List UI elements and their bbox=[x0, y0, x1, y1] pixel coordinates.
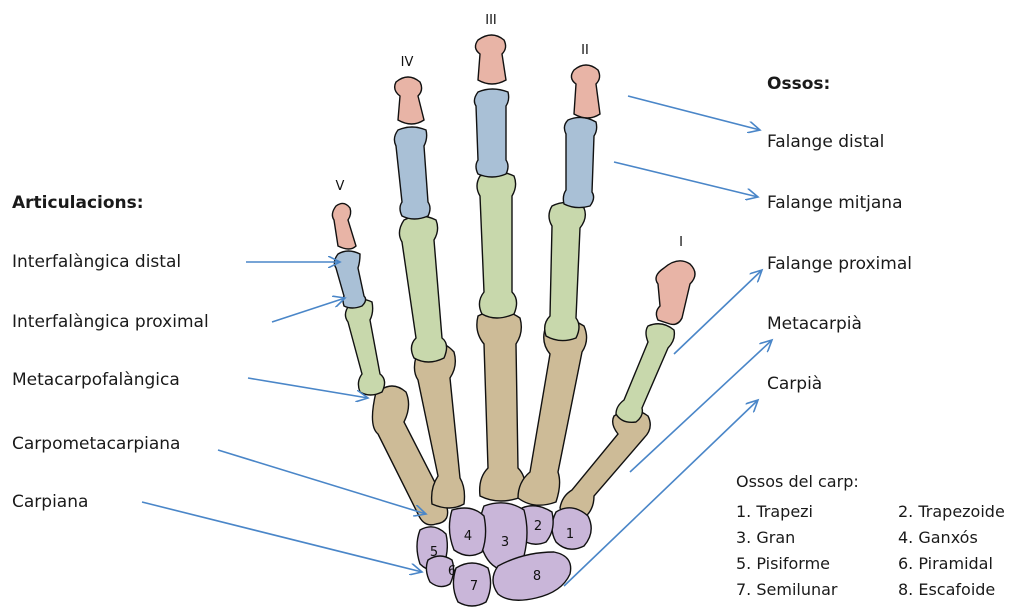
distal-phalanx-i bbox=[656, 261, 695, 325]
carpal-key-item: 6. Piramidal bbox=[898, 554, 993, 574]
distal-phalanx-iii bbox=[475, 35, 506, 84]
bone-label-middle-phalanx: Falange mitjana bbox=[767, 193, 903, 213]
middle-phalanx-iv bbox=[394, 127, 430, 219]
proximal-phalanx-iii bbox=[477, 172, 517, 318]
joint-label-carpometacarpal: Carpometacarpiana bbox=[12, 434, 180, 454]
carpal-number-1: 1 bbox=[566, 527, 574, 542]
carpal-key-item: 4. Ganxós bbox=[898, 528, 978, 548]
joint-label-interphalangeal-proximal: Interfalàngica proximal bbox=[12, 312, 209, 332]
carpal-number-8: 8 bbox=[533, 569, 541, 584]
bone-label-proximal-phalanx: Falange proximal bbox=[767, 254, 912, 274]
bones-heading: Ossos: bbox=[767, 74, 830, 94]
proximal-phalanx-iv bbox=[399, 216, 446, 362]
carpal-key-heading: Ossos del carp: bbox=[736, 472, 859, 492]
finger-label-v: V bbox=[336, 179, 345, 194]
carpal-key-item: 7. Semilunar bbox=[736, 580, 838, 600]
proximal-phalanx-i bbox=[616, 324, 674, 423]
carpal-number-3: 3 bbox=[501, 535, 509, 550]
joint-label-carpal: Carpiana bbox=[12, 492, 88, 512]
distal-phalanx-iv bbox=[395, 77, 424, 124]
metacarpal-i bbox=[560, 410, 650, 519]
finger-iii bbox=[474, 35, 525, 501]
arrow-middle-phalanx bbox=[614, 162, 758, 197]
carpal-key-item: 5. Pisiforme bbox=[736, 554, 830, 574]
carpal-key-item: 8. Escafoide bbox=[898, 580, 995, 600]
proximal-phalanx-v bbox=[345, 299, 384, 395]
arrow-distal-phalanx bbox=[628, 96, 760, 130]
arrow-carpal-joint bbox=[142, 502, 422, 572]
carpal-number-4: 4 bbox=[464, 529, 472, 544]
joint-label-metacarpophalangeal: Metacarpofalàngica bbox=[12, 370, 180, 390]
finger-label-ii: II bbox=[581, 43, 589, 58]
distal-phalanx-v bbox=[332, 203, 356, 249]
bone-label-carpal: Carpià bbox=[767, 374, 822, 394]
metacarpal-ii bbox=[518, 320, 587, 505]
arrow-interphalangeal-proximal bbox=[272, 298, 345, 322]
middle-phalanx-iii bbox=[474, 89, 508, 177]
carpal-key-item: 2. Trapezoide bbox=[898, 502, 1005, 522]
carpal-number-6: 6 bbox=[448, 564, 456, 579]
carpal-number-5: 5 bbox=[430, 545, 438, 560]
carpal-key-item: 1. Trapezi bbox=[736, 502, 813, 522]
metacarpal-iii bbox=[477, 310, 525, 501]
finger-label-iii: III bbox=[485, 13, 497, 28]
bone-label-distal-phalanx: Falange distal bbox=[767, 132, 884, 152]
proximal-phalanx-ii bbox=[545, 202, 586, 340]
finger-label-iv: IV bbox=[401, 55, 414, 70]
finger-label-i: I bbox=[679, 235, 683, 250]
finger-ii bbox=[518, 65, 600, 505]
bone-label-metacarpal: Metacarpià bbox=[767, 314, 862, 334]
carpal-number-7: 7 bbox=[470, 579, 478, 594]
joints-heading: Articulacions: bbox=[12, 193, 144, 213]
joint-label-interphalangeal-distal: Interfalàngica distal bbox=[12, 252, 181, 272]
arrow-metacarpophalangeal bbox=[248, 378, 368, 398]
middle-phalanx-ii bbox=[563, 117, 596, 207]
carpal-key-item: 3. Gran bbox=[736, 528, 795, 548]
carpal-number-2: 2 bbox=[534, 519, 542, 534]
distal-phalanx-ii bbox=[571, 65, 600, 118]
